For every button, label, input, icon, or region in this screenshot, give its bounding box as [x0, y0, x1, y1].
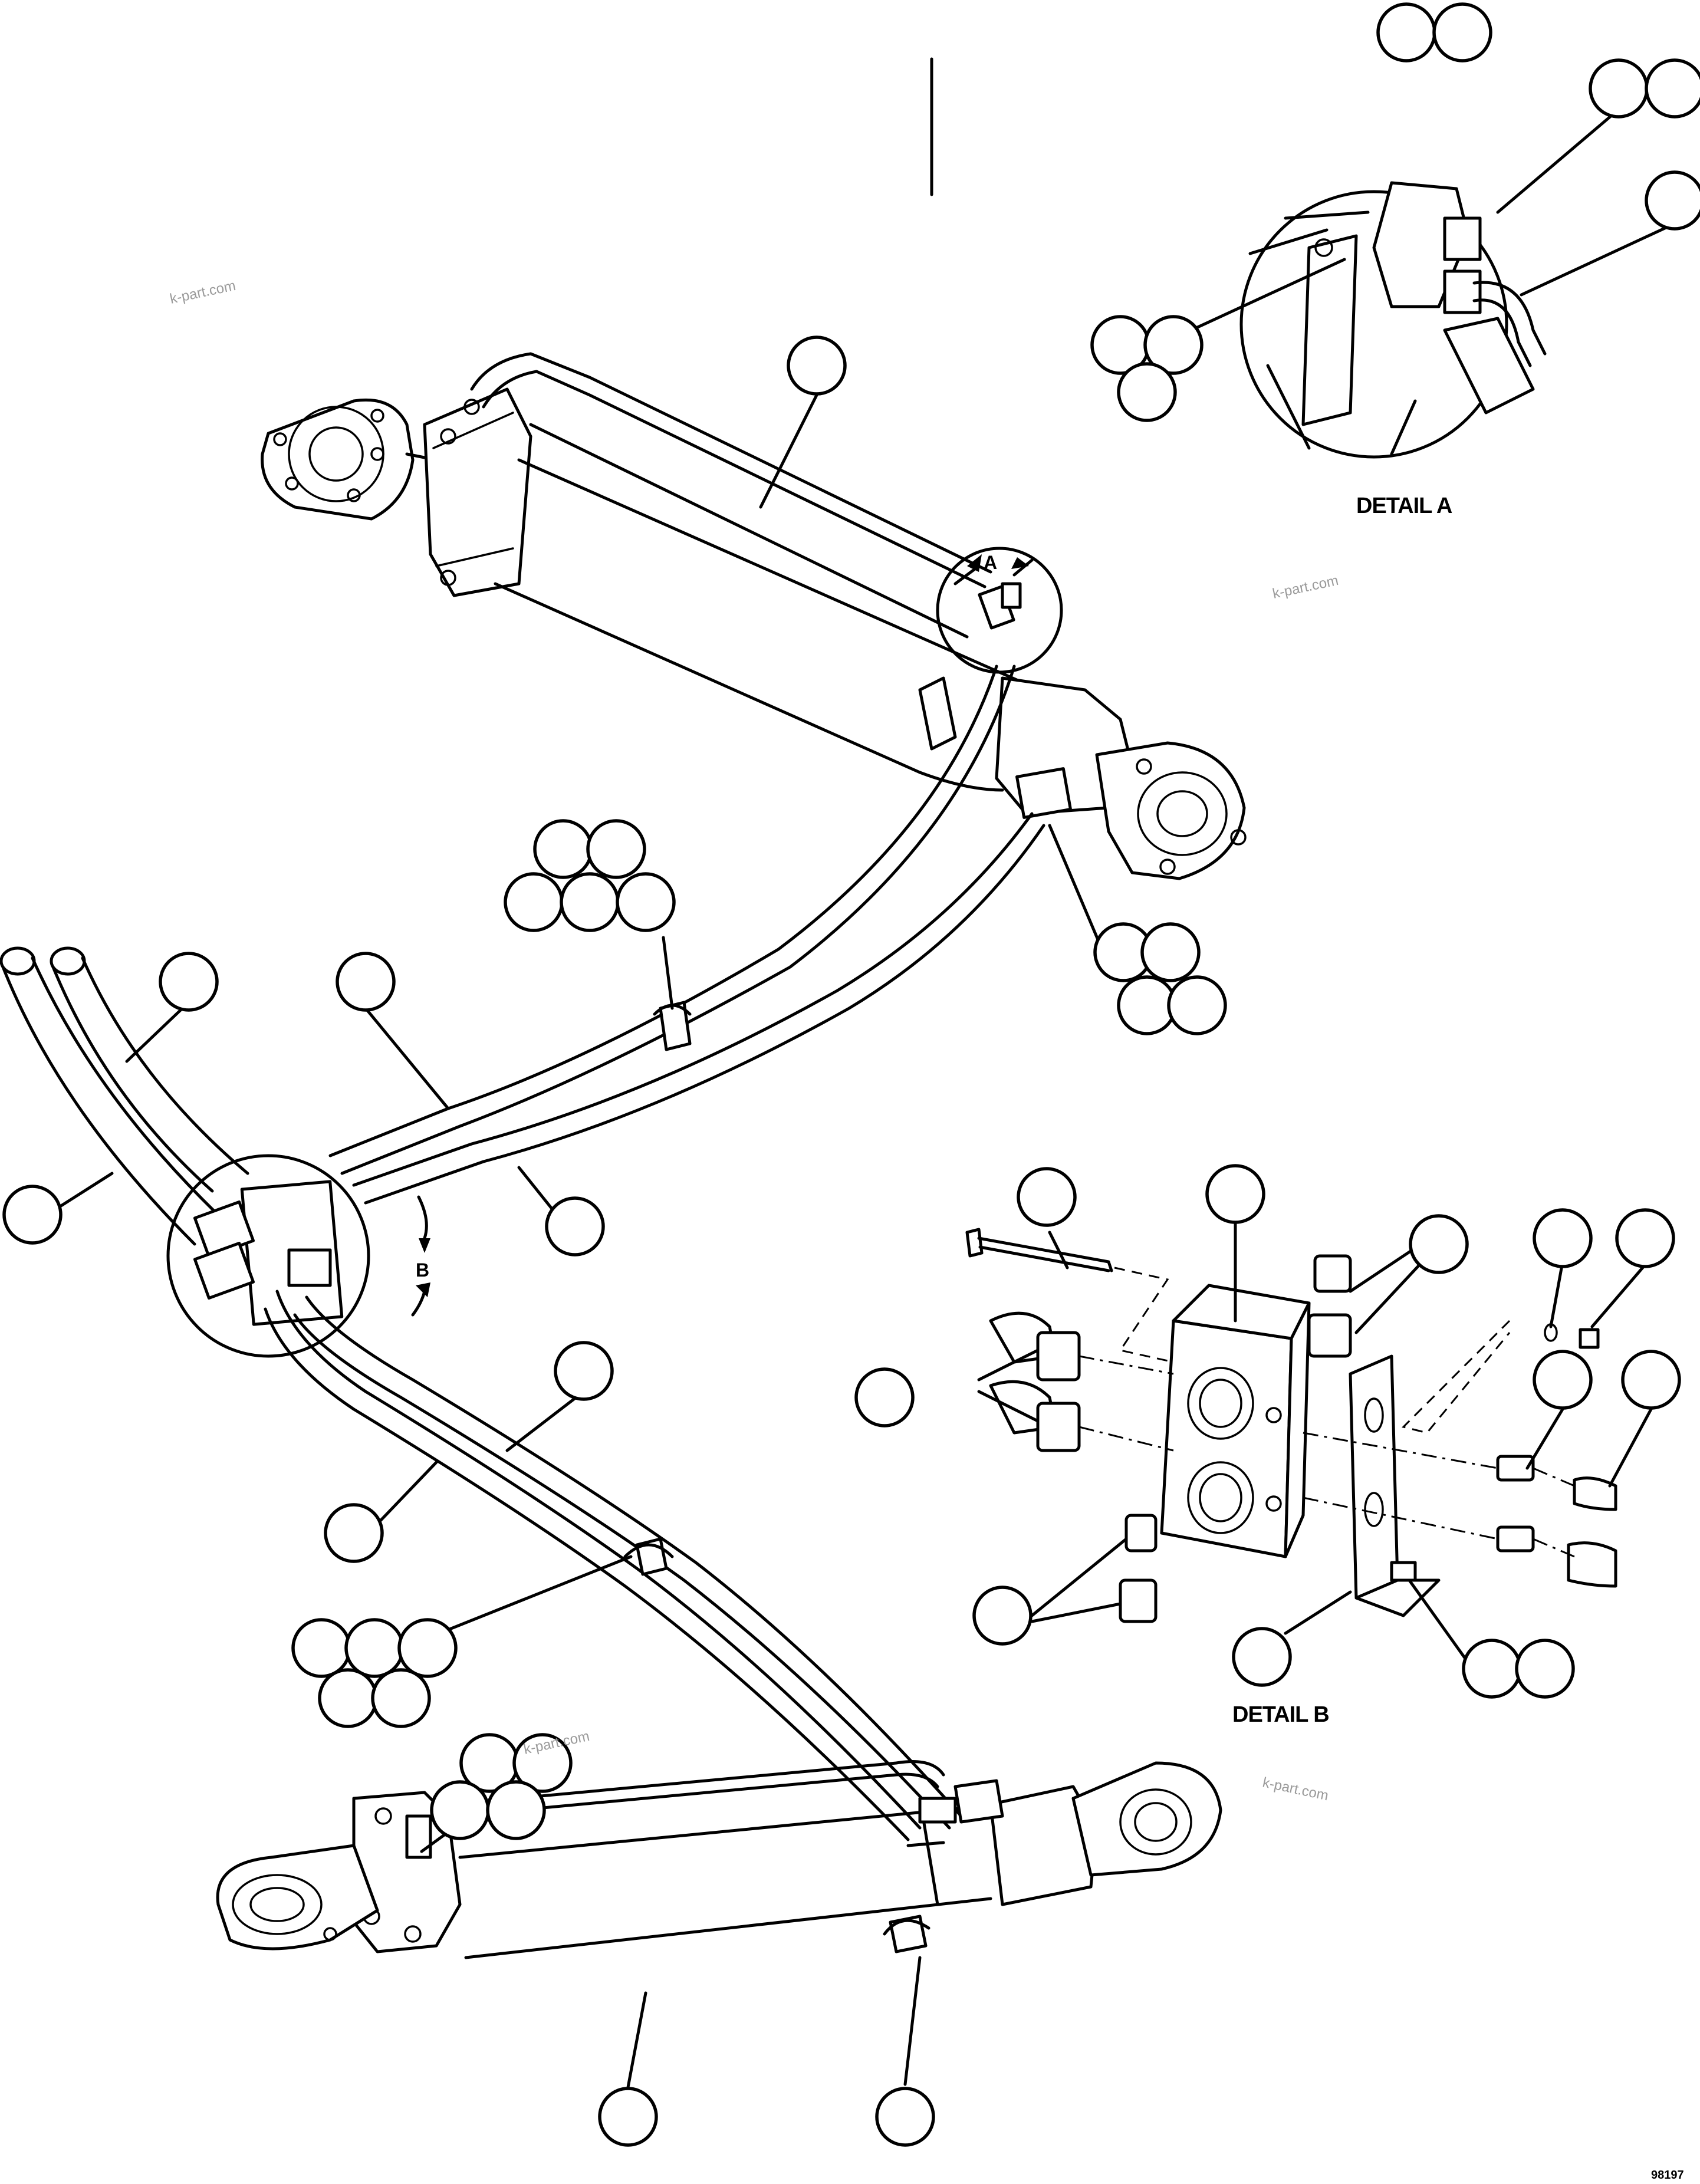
detail-a-magnified: DETAIL A — [1239, 181, 1547, 518]
watermark-1: k-part.com — [169, 278, 237, 307]
lower-cylinder — [216, 1760, 1222, 1959]
supply-hoses — [0, 946, 249, 1246]
hose-routing-lower — [264, 1290, 963, 1841]
detail-b-callout: B — [166, 1154, 430, 1358]
upper-cylinder — [261, 352, 1247, 880]
hose-routing-upper — [328, 665, 1045, 1205]
callout-leaders — [45, 57, 1688, 2089]
detail-a-title: DETAIL A — [1356, 494, 1452, 518]
drawing-number: 98197 — [1651, 2169, 1684, 2182]
detail-b-title: DETAIL B — [1232, 1702, 1329, 1727]
detail-b-marker: B — [416, 1259, 429, 1281]
detail-b-exploded: DETAIL B — [965, 1228, 1617, 1727]
watermark-2: k-part.com — [1271, 573, 1340, 602]
watermark-4: k-part.com — [1261, 1774, 1330, 1804]
detail-a-marker: A — [984, 552, 997, 573]
detail-a-callout: A — [936, 547, 1063, 674]
